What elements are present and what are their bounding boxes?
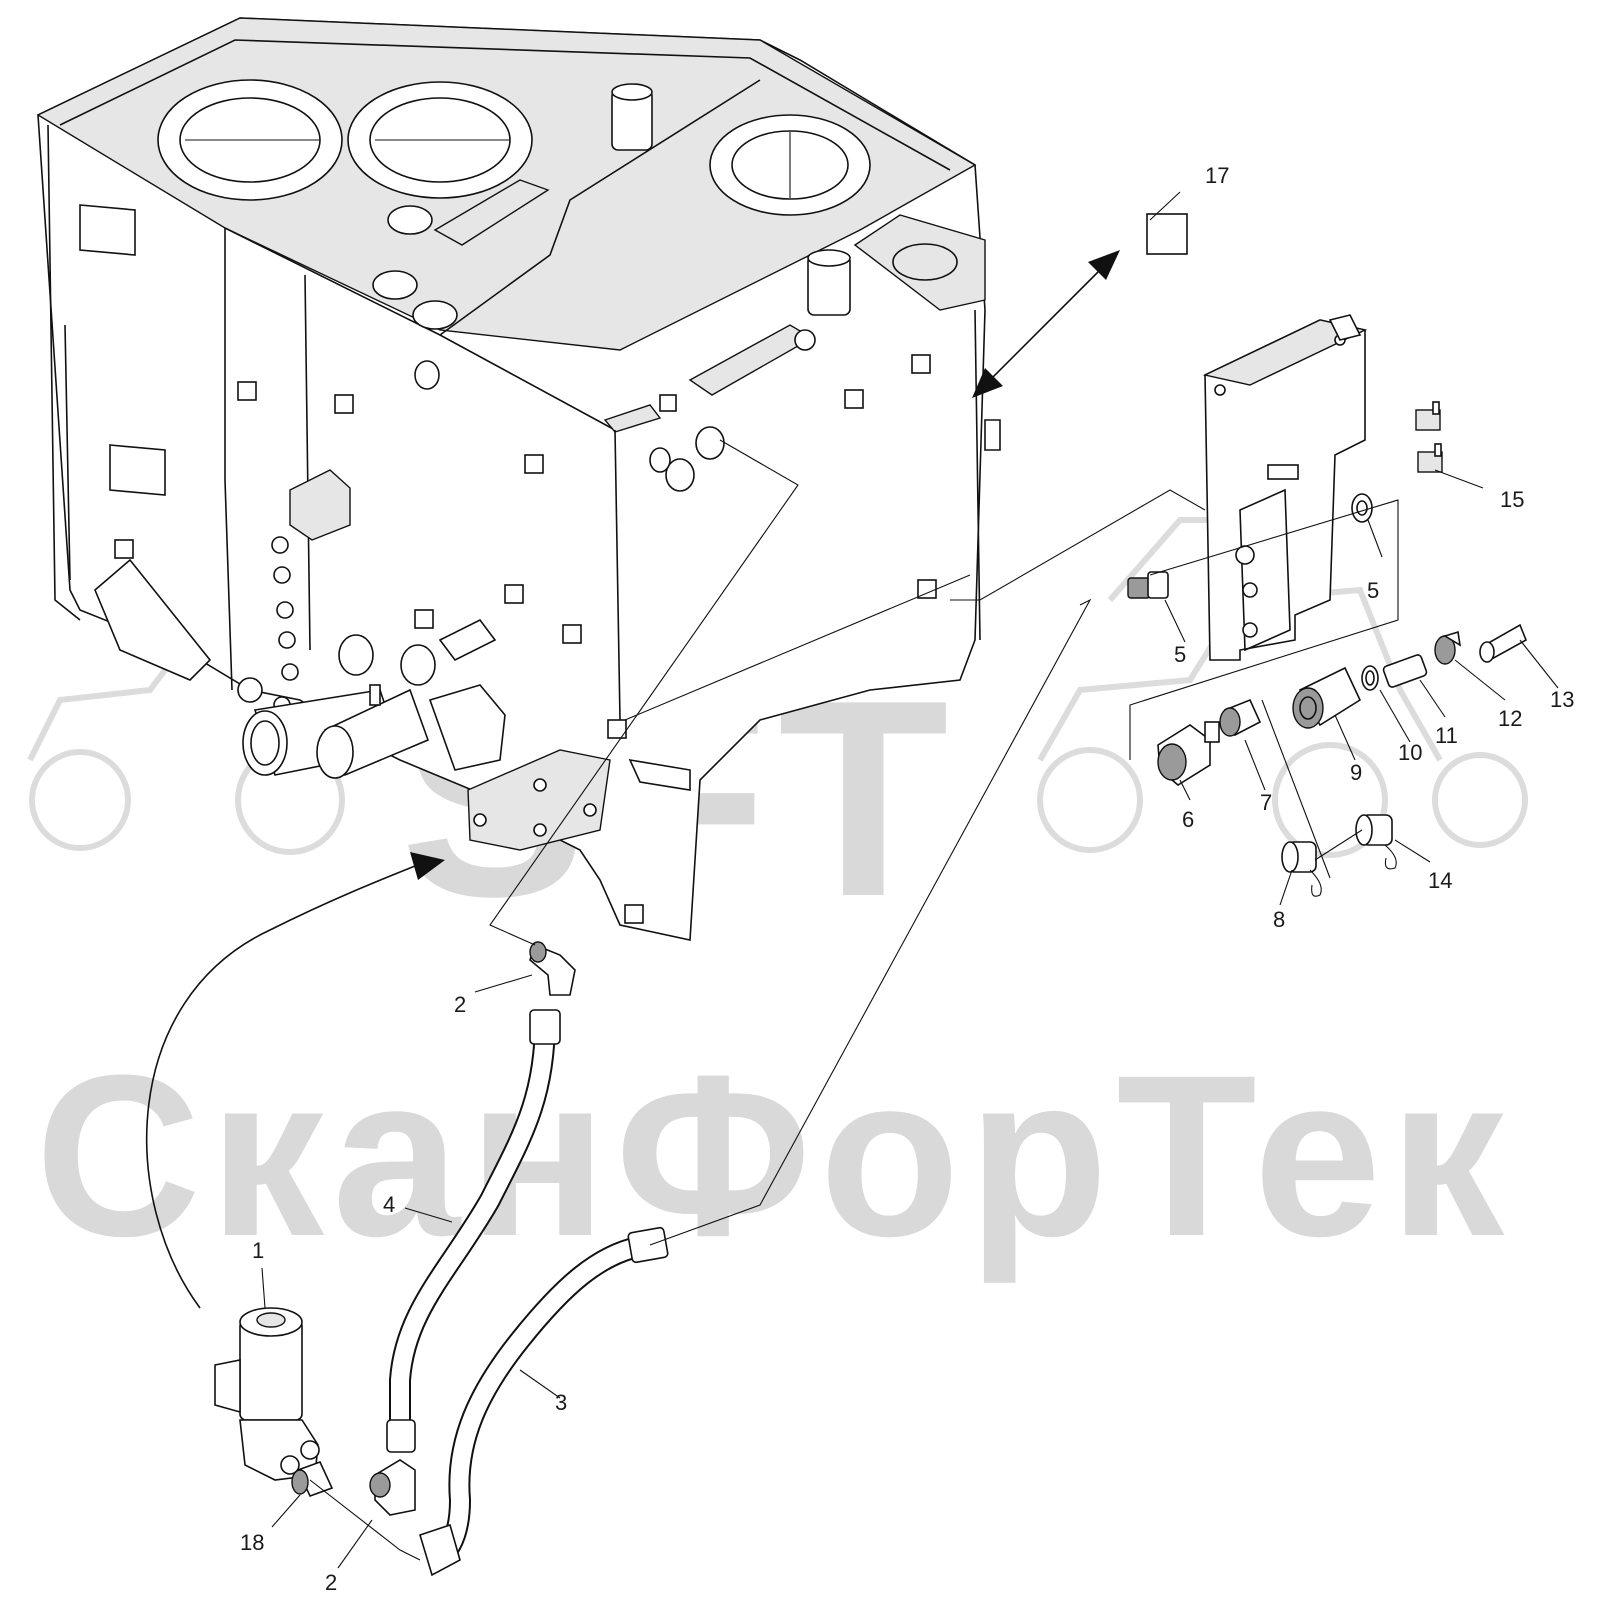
hose-clamp xyxy=(1434,630,1462,665)
callout-14: 14 xyxy=(1428,868,1452,893)
adapter xyxy=(1127,571,1169,599)
frame-body xyxy=(36,17,1001,941)
dust-cap xyxy=(1281,841,1322,897)
arrow-head-upper xyxy=(1088,250,1120,280)
hose-barb xyxy=(1382,654,1428,688)
callout-13: 13 xyxy=(1550,687,1574,712)
adapter-fitting xyxy=(291,1460,334,1498)
hose-3 xyxy=(419,1226,669,1577)
callout-12: 12 xyxy=(1498,706,1522,731)
frame-pipes xyxy=(242,329,816,779)
callout-17: 17 xyxy=(1205,163,1229,188)
callout-10: 10 xyxy=(1398,740,1422,765)
elbow-fitting-top xyxy=(529,941,576,996)
callout-15: 15 xyxy=(1500,487,1524,512)
hose-4 xyxy=(386,1009,561,1453)
callout-5-adapter: 5 xyxy=(1174,642,1186,667)
tube xyxy=(1479,623,1528,663)
arrows xyxy=(145,250,1120,1309)
valve-panel xyxy=(1202,314,1368,661)
callout-7: 7 xyxy=(1260,790,1272,815)
callout-2-bottom: 2 xyxy=(325,1570,337,1595)
callout-18: 18 xyxy=(240,1530,264,1555)
callout-11: 11 xyxy=(1435,723,1458,748)
o-ring xyxy=(1361,665,1379,691)
label-plate xyxy=(1146,213,1188,255)
frame-bolt-holes xyxy=(237,536,299,714)
elbow-fitting-bottom xyxy=(369,1459,416,1516)
callout-8: 8 xyxy=(1273,907,1285,932)
callout-2-top: 2 xyxy=(454,992,466,1017)
nipple xyxy=(1219,698,1262,737)
arrow-head-lower xyxy=(972,368,1003,398)
filter xyxy=(214,1307,320,1481)
callout-3: 3 xyxy=(555,1390,567,1415)
leader-lines xyxy=(261,191,1559,1569)
callout-9: 9 xyxy=(1350,760,1362,785)
arrow-head-left xyxy=(410,852,445,880)
dust-plug xyxy=(1355,814,1397,870)
fitting xyxy=(1157,721,1220,786)
nut xyxy=(1351,493,1373,523)
switch xyxy=(1415,401,1443,473)
quick-coupler xyxy=(1292,666,1362,729)
callouts: 1 2 2 3 4 5 5 6 7 8 9 10 11 12 13 14 15 … xyxy=(240,163,1574,1595)
watermark-brand: СканФорТек xyxy=(35,1027,1512,1284)
callout-4: 4 xyxy=(383,1192,395,1217)
callout-6: 6 xyxy=(1182,807,1194,832)
callout-1: 1 xyxy=(252,1238,264,1263)
callout-5-nut: 5 xyxy=(1367,578,1379,603)
